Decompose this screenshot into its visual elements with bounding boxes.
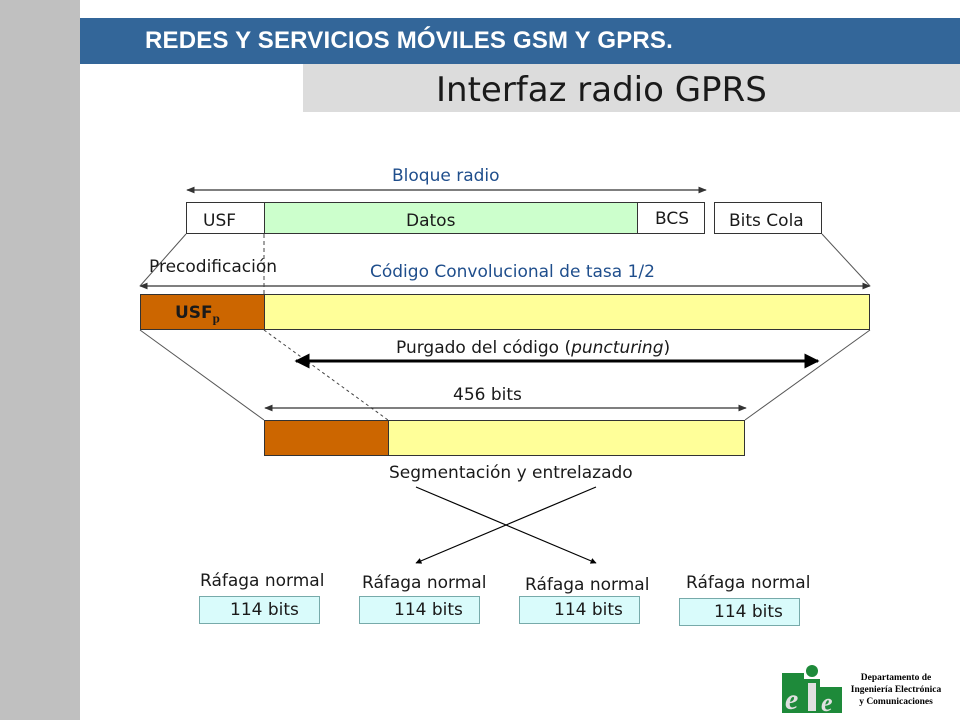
- bcs-box: BCS: [637, 202, 705, 234]
- expansion-line-left: [139, 233, 187, 287]
- burst-label: Ráfaga normal: [200, 571, 325, 591]
- datos-label: Datos: [406, 211, 456, 231]
- department-name: Departamento de Ingeniería Electrónica y…: [836, 672, 956, 708]
- subtitle-bar: [303, 64, 960, 112]
- dept-line-1: Departamento de: [860, 673, 932, 683]
- reduce-line-left: [139, 329, 265, 421]
- usfp-subscript: p: [212, 310, 220, 326]
- bits-cola-box: Bits Cola: [714, 202, 822, 234]
- bloque-radio-label: Bloque radio: [392, 166, 500, 186]
- svg-text:e: e: [821, 688, 833, 715]
- precodificacion-label: Precodificación: [149, 257, 278, 277]
- burst-bits: 114 bits: [394, 600, 463, 620]
- usf-box: USF: [186, 202, 265, 234]
- slide-header-title: REDES Y SERVICIOS MÓVILES GSM Y GPRS.: [145, 27, 674, 54]
- datos-box: Datos: [264, 202, 638, 234]
- bits-456-label: 456 bits: [453, 385, 522, 405]
- burst-label: Ráfaga normal: [362, 573, 487, 593]
- dept-line-3: y Comunicaciones: [859, 697, 933, 707]
- codigo-convolucional-label: Código Convolucional de tasa 1/2: [370, 262, 655, 282]
- slide-title: Interfaz radio GPRS: [436, 70, 767, 110]
- segmentacion-label: Segmentación y entrelazado: [389, 463, 633, 483]
- burst-box: 114 bits: [679, 598, 800, 626]
- puncturing-text: puncturing: [571, 338, 664, 358]
- bcs-label: BCS: [655, 209, 690, 229]
- burst-label: Ráfaga normal: [525, 575, 650, 595]
- burst-label: Ráfaga normal: [686, 573, 811, 593]
- burst-bits: 114 bits: [714, 602, 783, 622]
- burst-bits: 114 bits: [230, 600, 299, 620]
- interleave-arrow-right: [415, 486, 597, 564]
- reduce-line-right: [744, 329, 871, 421]
- svg-text:e: e: [785, 683, 798, 715]
- usfp-label: USF: [175, 303, 213, 323]
- title-banner: [80, 18, 960, 64]
- bits-cola-label: Bits Cola: [729, 211, 804, 231]
- usfp-boundary-dashed: [263, 329, 389, 421]
- left-sidebar-strip: [0, 0, 80, 720]
- eie-logo-icon: e e: [782, 665, 842, 715]
- dept-line-2: Ingeniería Electrónica: [850, 685, 942, 695]
- burst-bits: 114 bits: [554, 600, 623, 620]
- purgado-text: Purgado del código (: [396, 338, 572, 358]
- usf-label: USF: [203, 211, 237, 231]
- punctured-usf-block: [264, 420, 389, 456]
- burst-box: 114 bits: [199, 596, 320, 624]
- purgado-close: ): [663, 338, 671, 358]
- expansion-line-right: [821, 233, 871, 287]
- punctured-data-block: [388, 420, 745, 456]
- burst-box: 114 bits: [359, 596, 480, 624]
- usfp-box: USFp: [140, 294, 265, 330]
- coded-block: [264, 294, 870, 330]
- purgado-label: Purgado del código (puncturing): [396, 338, 670, 358]
- burst-box: 114 bits: [519, 596, 640, 624]
